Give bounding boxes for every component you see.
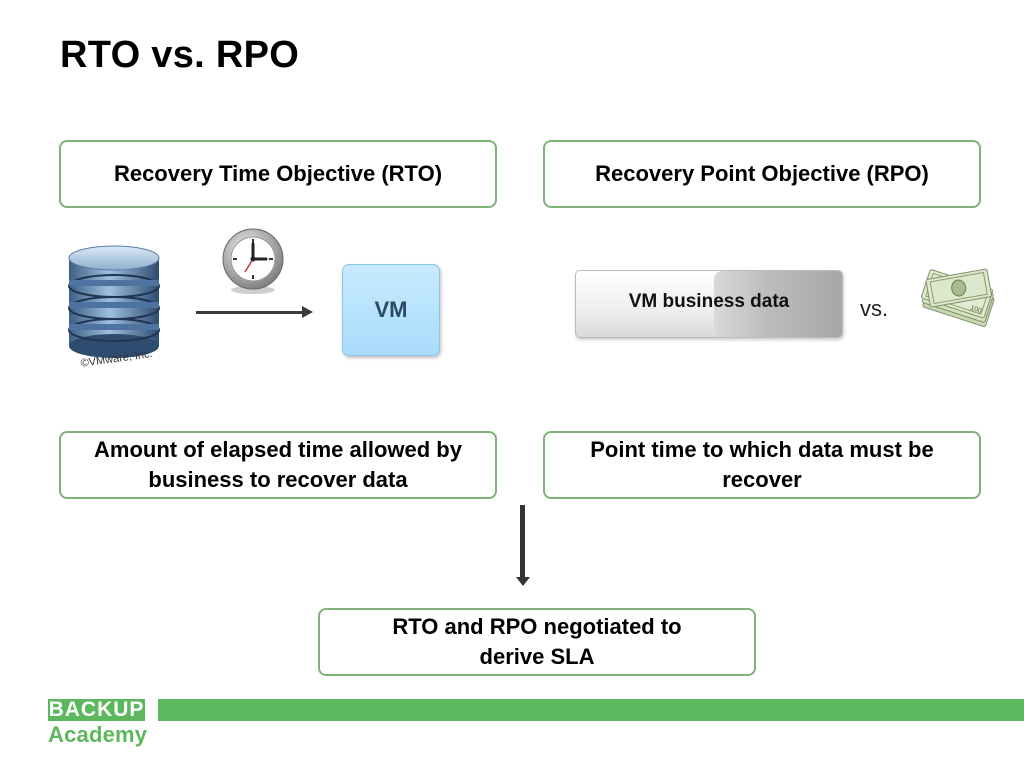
rpo-description-box: Point time to which data must be recover — [543, 431, 981, 499]
database-icon — [68, 245, 160, 358]
logo-backup: BACKUP — [48, 698, 145, 721]
rto-heading: Recovery Time Objective (RTO) — [113, 161, 443, 186]
money-stack-icon: 100 100 — [921, 268, 995, 328]
footer-bar — [158, 699, 1024, 721]
rto-description: Amount of elapsed time allowed by busine… — [94, 437, 462, 492]
svg-text:100: 100 — [969, 305, 982, 315]
rpo-heading: Recovery Point Objective (RPO) — [595, 161, 929, 186]
vs-label: vs. — [860, 296, 889, 321]
logo-academy: Academy — [48, 722, 148, 747]
vm-label: VM — [374, 297, 408, 322]
arrow-right-icon — [196, 311, 304, 314]
rto-description-box: Amount of elapsed time allowed by busine… — [59, 431, 497, 499]
vm-business-data-bar: VM business data — [575, 270, 843, 338]
page-title: RTO vs. RPO — [60, 34, 300, 76]
arrow-down-icon — [520, 505, 525, 579]
rto-heading-box: Recovery Time Objective (RTO) — [59, 140, 497, 208]
clock-icon — [222, 228, 284, 294]
vm-business-data-label: VM business data — [628, 291, 790, 312]
conclusion-text: RTO and RPO negotiated to derive SLA — [392, 614, 682, 669]
rpo-heading-box: Recovery Point Objective (RPO) — [543, 140, 981, 208]
arrow-down-head — [516, 577, 530, 586]
vm-box: VM — [342, 264, 440, 356]
arrow-right-head — [302, 306, 313, 318]
data-loss-shade — [714, 271, 842, 337]
rpo-description: Point time to which data must be recover — [590, 437, 934, 492]
conclusion-box: RTO and RPO negotiated to derive SLA — [318, 608, 756, 676]
